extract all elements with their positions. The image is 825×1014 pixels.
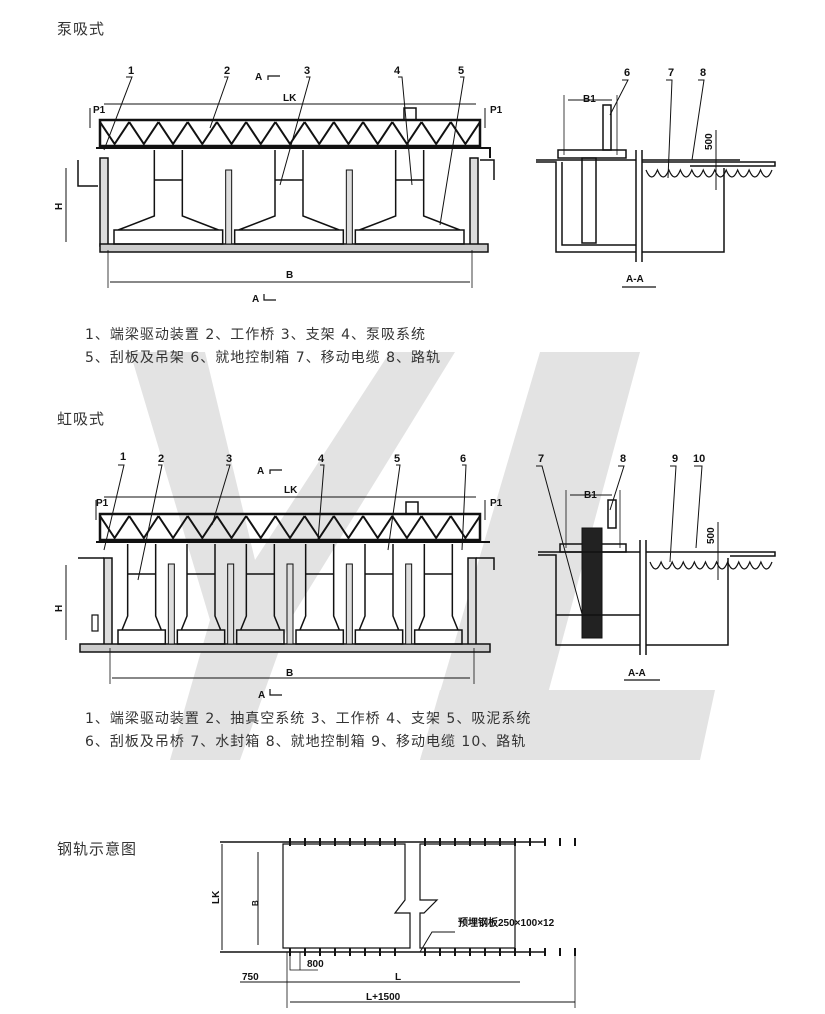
siphon-clearance-label: 500: [706, 527, 717, 544]
tank-partition: [345, 563, 353, 645]
pump-callout-3: 3: [304, 65, 310, 77]
pump-callout-6: 6: [624, 67, 630, 79]
pump-section-aa: B1 6 7 8 500 A-A: [536, 67, 776, 288]
pump-section-view-label: A-A: [626, 274, 644, 285]
siphon-callout-10: 10: [693, 453, 705, 465]
siphon-legend: 1、端梁驱动装置 2、抽真空系统 3、工作桥 4、支架 5、吸泥系统 6、刮板及…: [85, 708, 531, 754]
pump-scraper-module: [354, 150, 465, 245]
rail-span-label: LK: [211, 890, 222, 904]
siphon-callout-7: 7: [538, 453, 544, 465]
siphon-width-label: B: [286, 668, 293, 679]
siphon-scraper-module: [176, 544, 226, 645]
pump-scraper-modules: [113, 150, 465, 245]
pump-span-label: LK: [283, 93, 297, 104]
siphon-tank: [78, 541, 495, 653]
pump-section-title: 泵吸式: [57, 20, 106, 38]
rail-length-label: L: [395, 972, 401, 983]
rail-width-label: B: [251, 900, 260, 906]
pump-load-left: P1: [93, 105, 106, 116]
siphon-scraper-module: [354, 544, 404, 645]
siphon-scraper-modules: [117, 544, 463, 645]
pump-section-mark-top: A: [255, 72, 262, 83]
pump-callout-5: 5: [458, 65, 464, 77]
siphon-span-label: LK: [284, 485, 298, 496]
siphon-callout-8: 8: [620, 453, 626, 465]
siphon-callout-6: 6: [460, 453, 466, 465]
pump-clearance-label: 500: [704, 133, 715, 150]
siphon-callout-4: 4: [318, 453, 325, 465]
pump-legend-line-2: 5、刮板及吊架 6、就地控制箱 7、移动电缆 8、路轨: [85, 350, 441, 366]
pump-callout-8: 8: [700, 67, 706, 79]
pump-callout-2: 2: [224, 65, 230, 77]
pump-legend-line-1: 1、端梁驱动装置 2、工作桥 3、支架 4、泵吸系统: [85, 327, 426, 343]
siphon-scraper-module: [117, 544, 167, 645]
siphon-callout-3: 3: [226, 453, 232, 465]
pump-callout-4: 4: [394, 65, 401, 77]
rail-layout-drawing: LK B 预埋钢板250×100×12 800 750 L L+1500: [211, 838, 576, 1008]
siphon-section-title: 虹吸式: [57, 410, 106, 428]
pump-load-right: P1: [490, 105, 503, 116]
pump-callout-1: 1: [128, 65, 134, 77]
siphon-scraper-module: [295, 544, 345, 645]
rail-spacing-label: 800: [307, 959, 324, 970]
siphon-legend-line-1: 1、端梁驱动装置 2、抽真空系统 3、工作桥 4、支架 5、吸泥系统: [85, 711, 532, 727]
tank-partition: [286, 563, 294, 645]
watermark-l-stem: [420, 352, 640, 760]
rail-embed-plate-label: 预埋钢板250×100×12: [458, 916, 555, 929]
rail-end-offset-label: 750: [242, 972, 259, 983]
siphon-leader-lines: [103, 464, 467, 581]
siphon-height-label: H: [54, 605, 65, 612]
tank-partition: [345, 169, 353, 245]
siphon-scraper-module: [413, 544, 463, 645]
pump-section-mark-bottom: A: [252, 294, 259, 305]
pump-legend: 1、端梁驱动装置 2、工作桥 3、支架 4、泵吸系统 5、刮板及吊架 6、就地控…: [85, 324, 441, 370]
pump-callout-7: 7: [668, 67, 674, 79]
rail-section-title: 钢轨示意图: [57, 840, 138, 858]
pump-work-bridge-truss: [98, 107, 482, 148]
siphon-callout-5: 5: [394, 453, 400, 465]
siphon-section-aa: B1 7 8 9 10 500 A-A: [536, 453, 776, 681]
watermark-l-foot: [420, 690, 715, 760]
pump-scraper-module: [233, 150, 345, 245]
siphon-load-left: P1: [96, 498, 109, 509]
pump-scraper-module: [113, 150, 224, 245]
pump-elevation-drawing: 1 2 3 4 5 A LK P1 P1 H B A B1: [54, 65, 776, 305]
watermark-y: [130, 352, 455, 760]
siphon-section-view-label: A-A: [628, 668, 646, 679]
siphon-callout-1: 1: [120, 451, 126, 463]
pump-height-label: H: [54, 203, 65, 210]
siphon-legend-line-2: 6、刮板及吊桥 7、水封箱 8、就地控制箱 9、移动电缆 10、路轨: [85, 734, 527, 750]
siphon-callout-9: 9: [672, 453, 678, 465]
siphon-scraper-module: [235, 544, 285, 645]
siphon-callout-2: 2: [158, 453, 164, 465]
tank-partition: [227, 563, 235, 645]
tank-partition: [405, 563, 413, 645]
siphon-section-mark-bottom: A: [258, 690, 265, 700]
siphon-load-right: P1: [490, 498, 503, 509]
pump-width-label: B: [286, 270, 293, 281]
rail-total-length-label: L+1500: [366, 992, 401, 1003]
tank-partition: [225, 169, 233, 245]
siphon-elevation-drawing: 1 2 3 4 5 6 A LK P1 P1 H B A B1: [54, 451, 776, 700]
siphon-section-mark-top: A: [257, 466, 264, 477]
rail-embed-plates: [289, 838, 576, 956]
tank-partition: [167, 563, 175, 645]
siphon-work-bridge-truss: [98, 501, 482, 542]
